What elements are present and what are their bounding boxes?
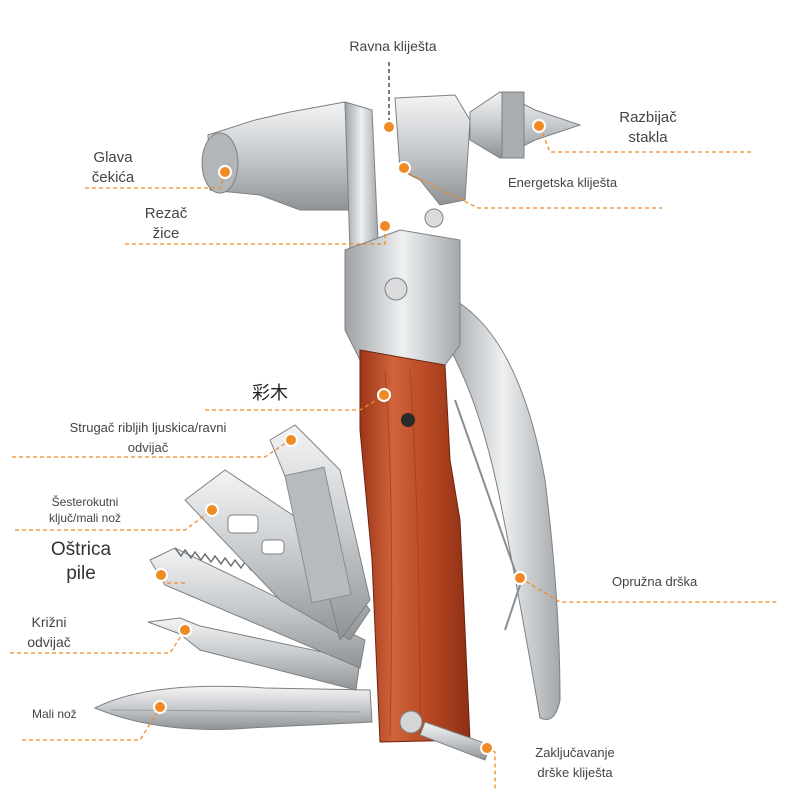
spring-handle (444, 299, 561, 720)
label-zakljucavanje: Zaključavanje drške kliješta (535, 745, 615, 780)
dot-noz (153, 700, 167, 714)
dot-rezac (378, 219, 392, 233)
small-knife (93, 685, 373, 730)
leader-krizni (10, 629, 186, 654)
label-energetska-klijesta: Energetska kliješta (508, 175, 618, 190)
leader-energetska (401, 169, 662, 209)
dot-sesterokutni (205, 503, 219, 517)
pliers-body (344, 208, 461, 366)
label-krizni-odvijac: Križni odvijač (27, 614, 71, 650)
leader-strugac (205, 394, 386, 411)
label-opruzna-drska: Opružna drška (612, 574, 698, 589)
leader-razbijac (539, 126, 752, 153)
leader-lines (10, 62, 777, 790)
callout-dots (153, 119, 546, 755)
leader-strugac-2 (12, 439, 291, 458)
dot-zakljucavanje (480, 741, 494, 755)
label-rezac-zice: Rezač žice (144, 205, 188, 242)
dot-opruzna (513, 571, 527, 585)
dot-energetska (397, 161, 411, 175)
label-ostrica-pile: Oštrica pile (50, 539, 112, 584)
dot-strugac (284, 433, 298, 447)
label-ravna-klijesta: Ravna kliješta (349, 38, 437, 54)
label-strugac: Strugač ribljih ljuskica/ravni odvijač (69, 420, 227, 455)
dot-ravna-klijesta (382, 120, 396, 134)
leader-zakljucavanje (479, 744, 496, 790)
dot-krizni (178, 623, 192, 637)
leader-rezac (125, 230, 386, 245)
dot-pile (154, 568, 168, 582)
label-mali-noz: Mali nož (32, 707, 77, 721)
leader-glava (85, 171, 226, 189)
label-razbijac-stakla: Razbijač stakla (619, 109, 677, 146)
dot-handle (377, 388, 391, 402)
hammer-head (201, 91, 582, 251)
label-handle-material: 彩木 (252, 383, 288, 403)
label-sesterokutni: Šesterokutni ključ/mali nož (48, 495, 122, 525)
leader-sesterokutni (15, 509, 213, 531)
wood-handle (359, 349, 491, 761)
label-glava-cekica: Glava čekića (91, 149, 135, 186)
leader-opruzna (519, 577, 777, 603)
dot-razbijac (532, 119, 546, 133)
scraper-tool (269, 424, 371, 642)
leader-noz (22, 707, 161, 741)
dot-glava (218, 165, 232, 179)
